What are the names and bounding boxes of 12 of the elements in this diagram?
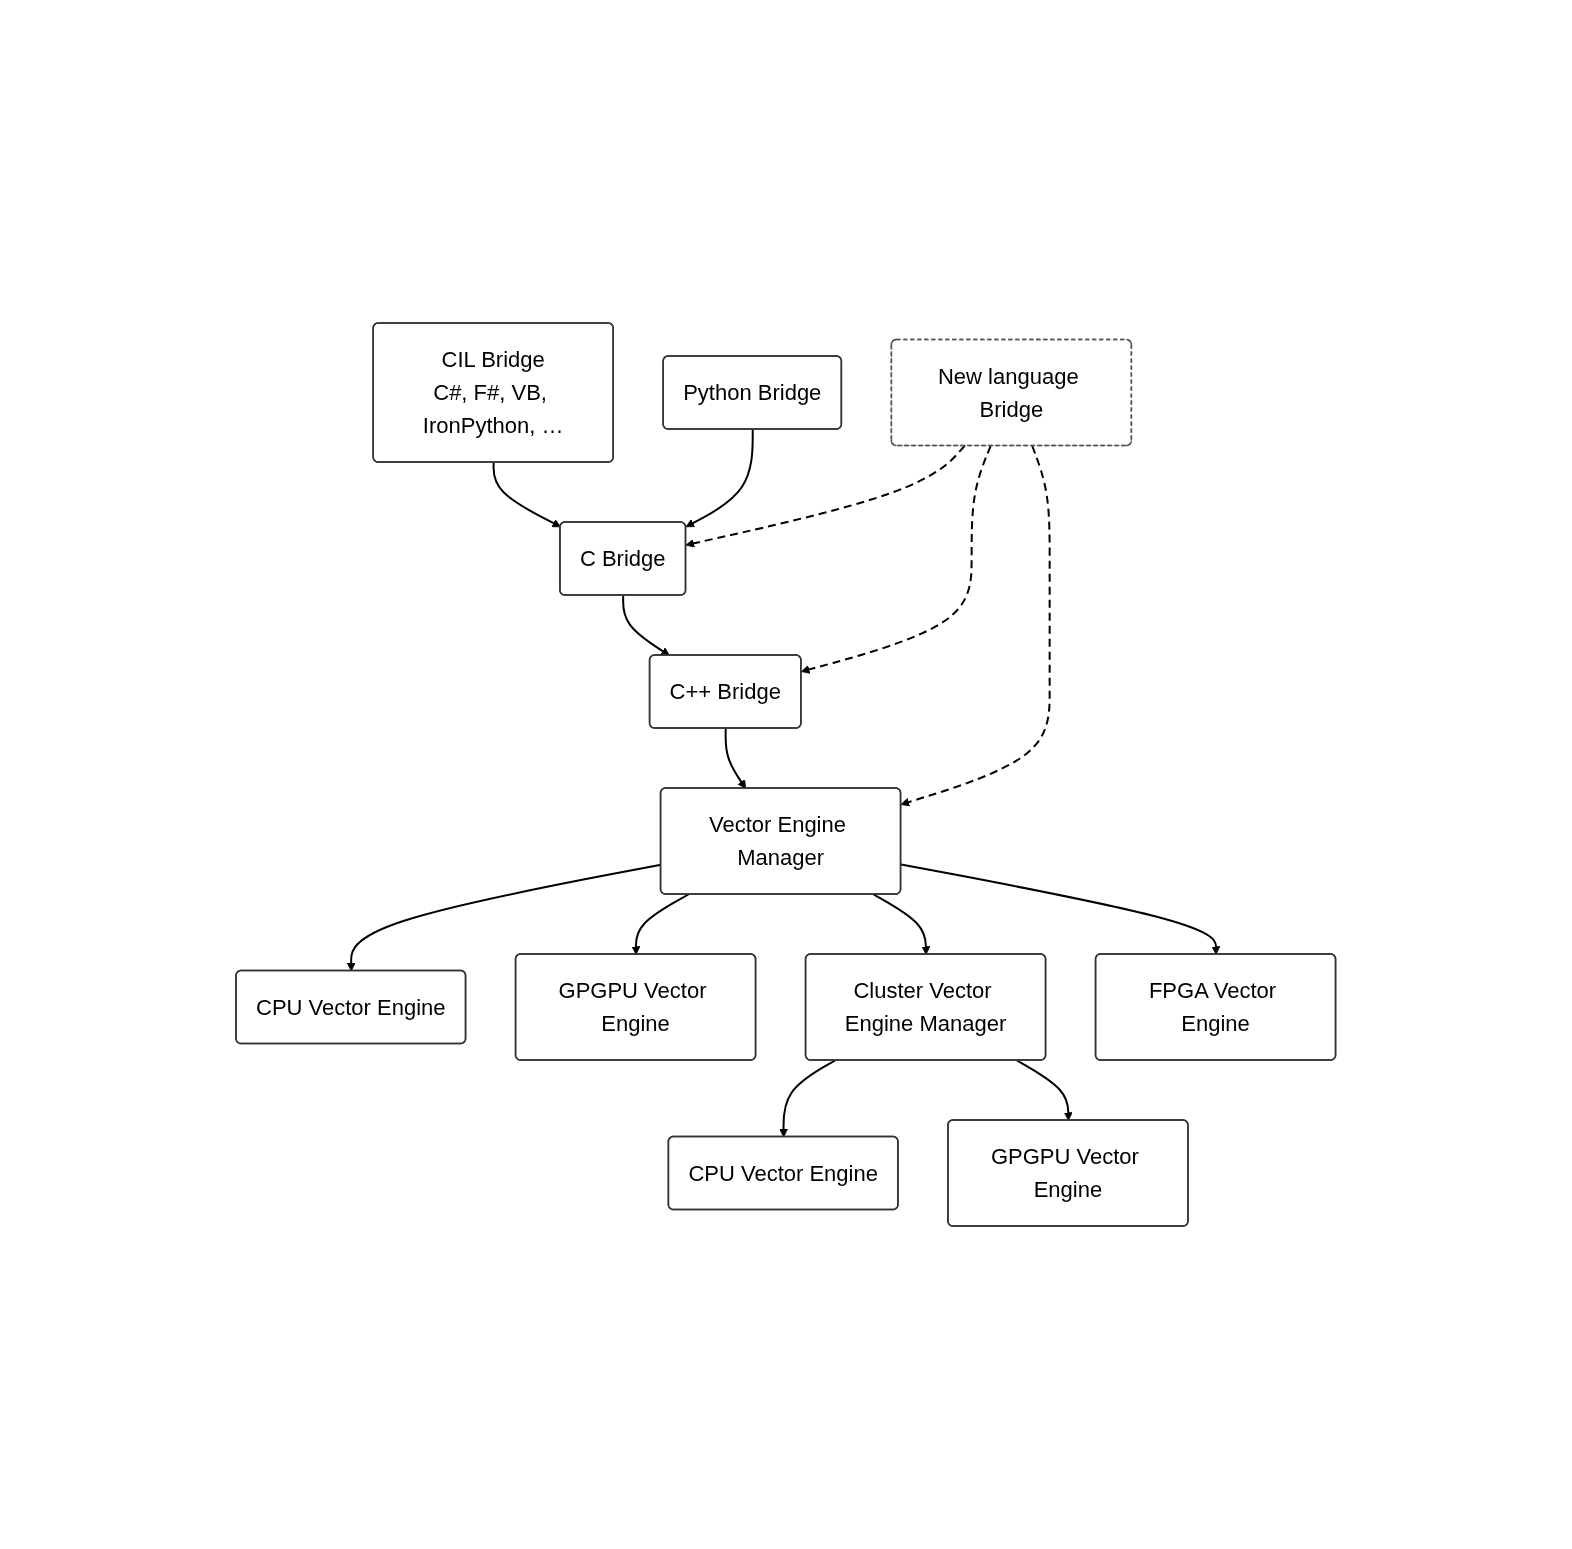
arrow [900, 445, 1051, 807]
arrow [622, 594, 671, 656]
arrow [724, 727, 747, 789]
arrow [900, 863, 1221, 955]
arrow [631, 893, 690, 955]
arrow [685, 445, 966, 548]
arrow [492, 461, 562, 528]
arrow [685, 428, 754, 528]
arrow [872, 893, 931, 955]
arrow [779, 1059, 837, 1138]
arrow [1016, 1059, 1073, 1121]
arrow [801, 445, 992, 674]
